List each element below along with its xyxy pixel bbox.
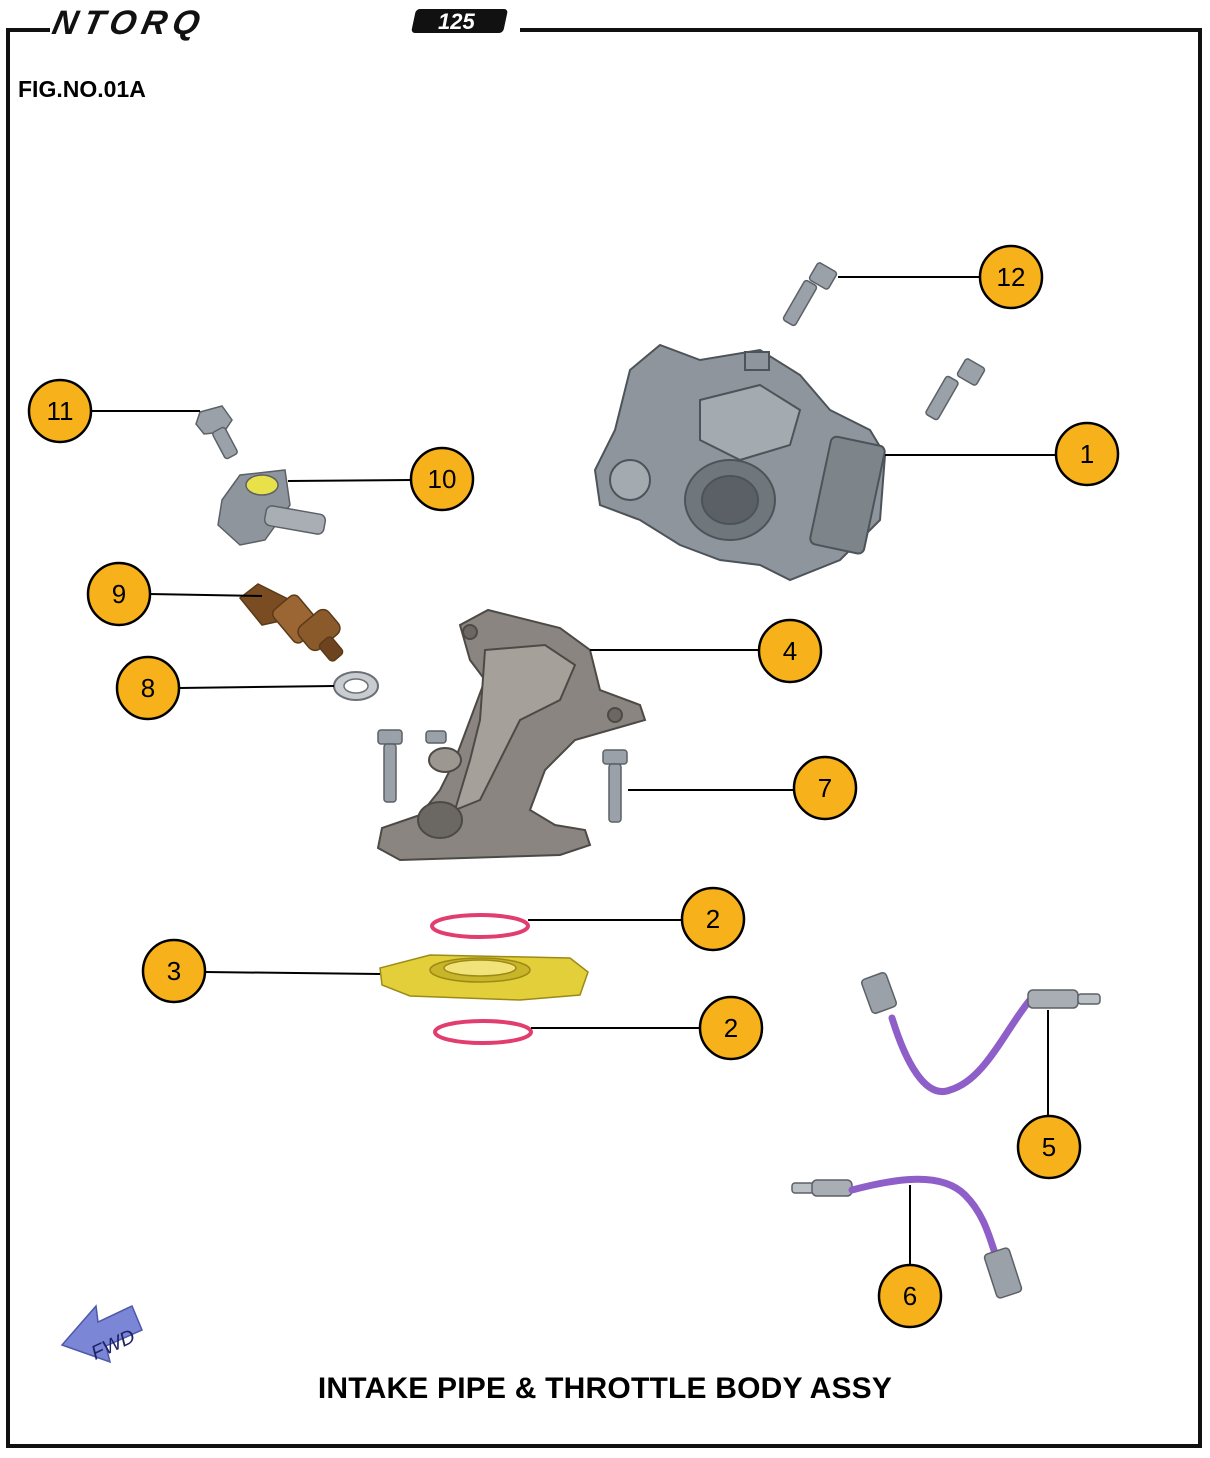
fuel-injector-illustration <box>238 583 344 662</box>
figure-title: INTAKE PIPE & THROTTLE BODY ASSY <box>317 1372 893 1405</box>
fwd-arrow-icon: FWD <box>60 1304 143 1365</box>
callout-2a: 2 <box>680 886 746 952</box>
intake-pipe-illustration <box>376 608 647 862</box>
callout-7-label: 7 <box>818 773 832 803</box>
callout-5-label: 5 <box>1042 1132 1056 1162</box>
callout-6-label: 6 <box>903 1281 917 1311</box>
sensor-6-illustration <box>791 1175 1023 1299</box>
callout-4: 4 <box>757 618 823 684</box>
callout-3-label: 3 <box>167 956 181 986</box>
brand-name: NTORQ <box>49 4 209 42</box>
bolt-12b-illustration <box>925 358 986 421</box>
callout-6: 6 <box>877 1263 943 1329</box>
callout-2a-label: 2 <box>706 904 720 934</box>
callout-11: 11 <box>27 378 93 444</box>
callout-8-label: 8 <box>141 673 155 703</box>
brand-model: 125 <box>438 9 475 34</box>
injector-holder-illustration <box>217 469 327 546</box>
leader-lines <box>90 276 1056 1265</box>
callout-2b-label: 2 <box>724 1013 738 1043</box>
callout-1: 1 <box>1054 421 1120 487</box>
o-ring-lower-illustration <box>433 1019 533 1045</box>
bolts-7-illustration <box>377 729 628 823</box>
brand-logo: NTORQ 125 <box>49 4 508 42</box>
washer-8-illustration <box>333 671 379 701</box>
callout-10: 10 <box>409 446 475 512</box>
callout-1-label: 1 <box>1080 439 1094 469</box>
callout-9-label: 9 <box>112 579 126 609</box>
callout-8: 8 <box>115 655 181 721</box>
callout-5: 5 <box>1016 1114 1082 1180</box>
callout-2b: 2 <box>698 995 764 1061</box>
throttle-body-illustration <box>593 343 887 582</box>
brand-model-badge <box>411 9 508 33</box>
o-ring-upper-illustration <box>430 913 530 939</box>
callout-9: 9 <box>86 561 152 627</box>
insulator-illustration <box>379 954 589 1001</box>
figure-number: FIG.NO.01A <box>18 76 146 102</box>
callout-11-label: 11 <box>47 396 74 426</box>
callout-12: 12 <box>978 244 1044 310</box>
sensor-5-illustration <box>861 972 1101 1096</box>
callout-7: 7 <box>792 755 858 821</box>
callout-4-label: 4 <box>783 636 797 666</box>
bolt-11-illustration <box>195 405 238 460</box>
callout-10-label: 10 <box>428 464 457 494</box>
diagram-frame <box>6 28 1202 1448</box>
bolt-12-illustration <box>782 262 838 327</box>
callout-3: 3 <box>141 938 207 1004</box>
callout-12-label: 12 <box>997 262 1026 292</box>
